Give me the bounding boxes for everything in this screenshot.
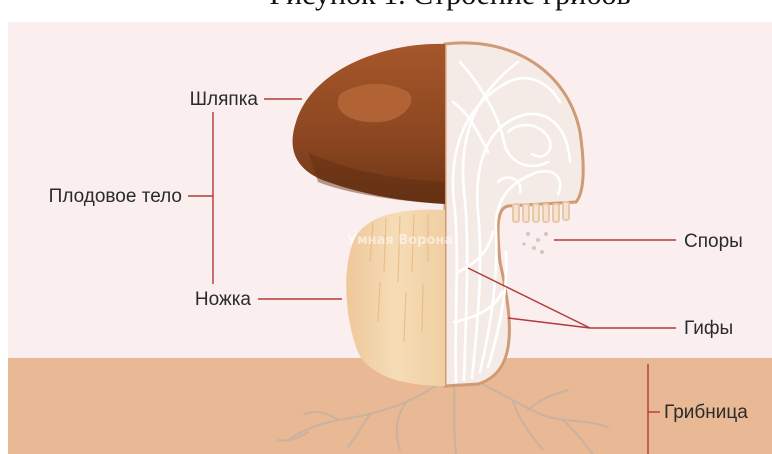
figure-caption: Рисунок 1. Строение грибов	[0, 0, 772, 12]
label-spores: Споры	[684, 231, 743, 252]
label-stem: Ножка	[195, 289, 252, 310]
svg-text:Умная Ворона: Умная Ворона	[347, 233, 453, 248]
label-hyphae: Гифы	[684, 318, 733, 339]
watermark: Умная Ворона	[347, 233, 453, 248]
label-cap: Шляпка	[190, 89, 259, 110]
label-mycelium: Грибница	[664, 402, 748, 423]
label-fruit-body: Плодовое тело	[49, 186, 182, 207]
mushroom-diagram: Умная Ворона Шляпка Плодовое тело Ножка …	[8, 22, 772, 454]
